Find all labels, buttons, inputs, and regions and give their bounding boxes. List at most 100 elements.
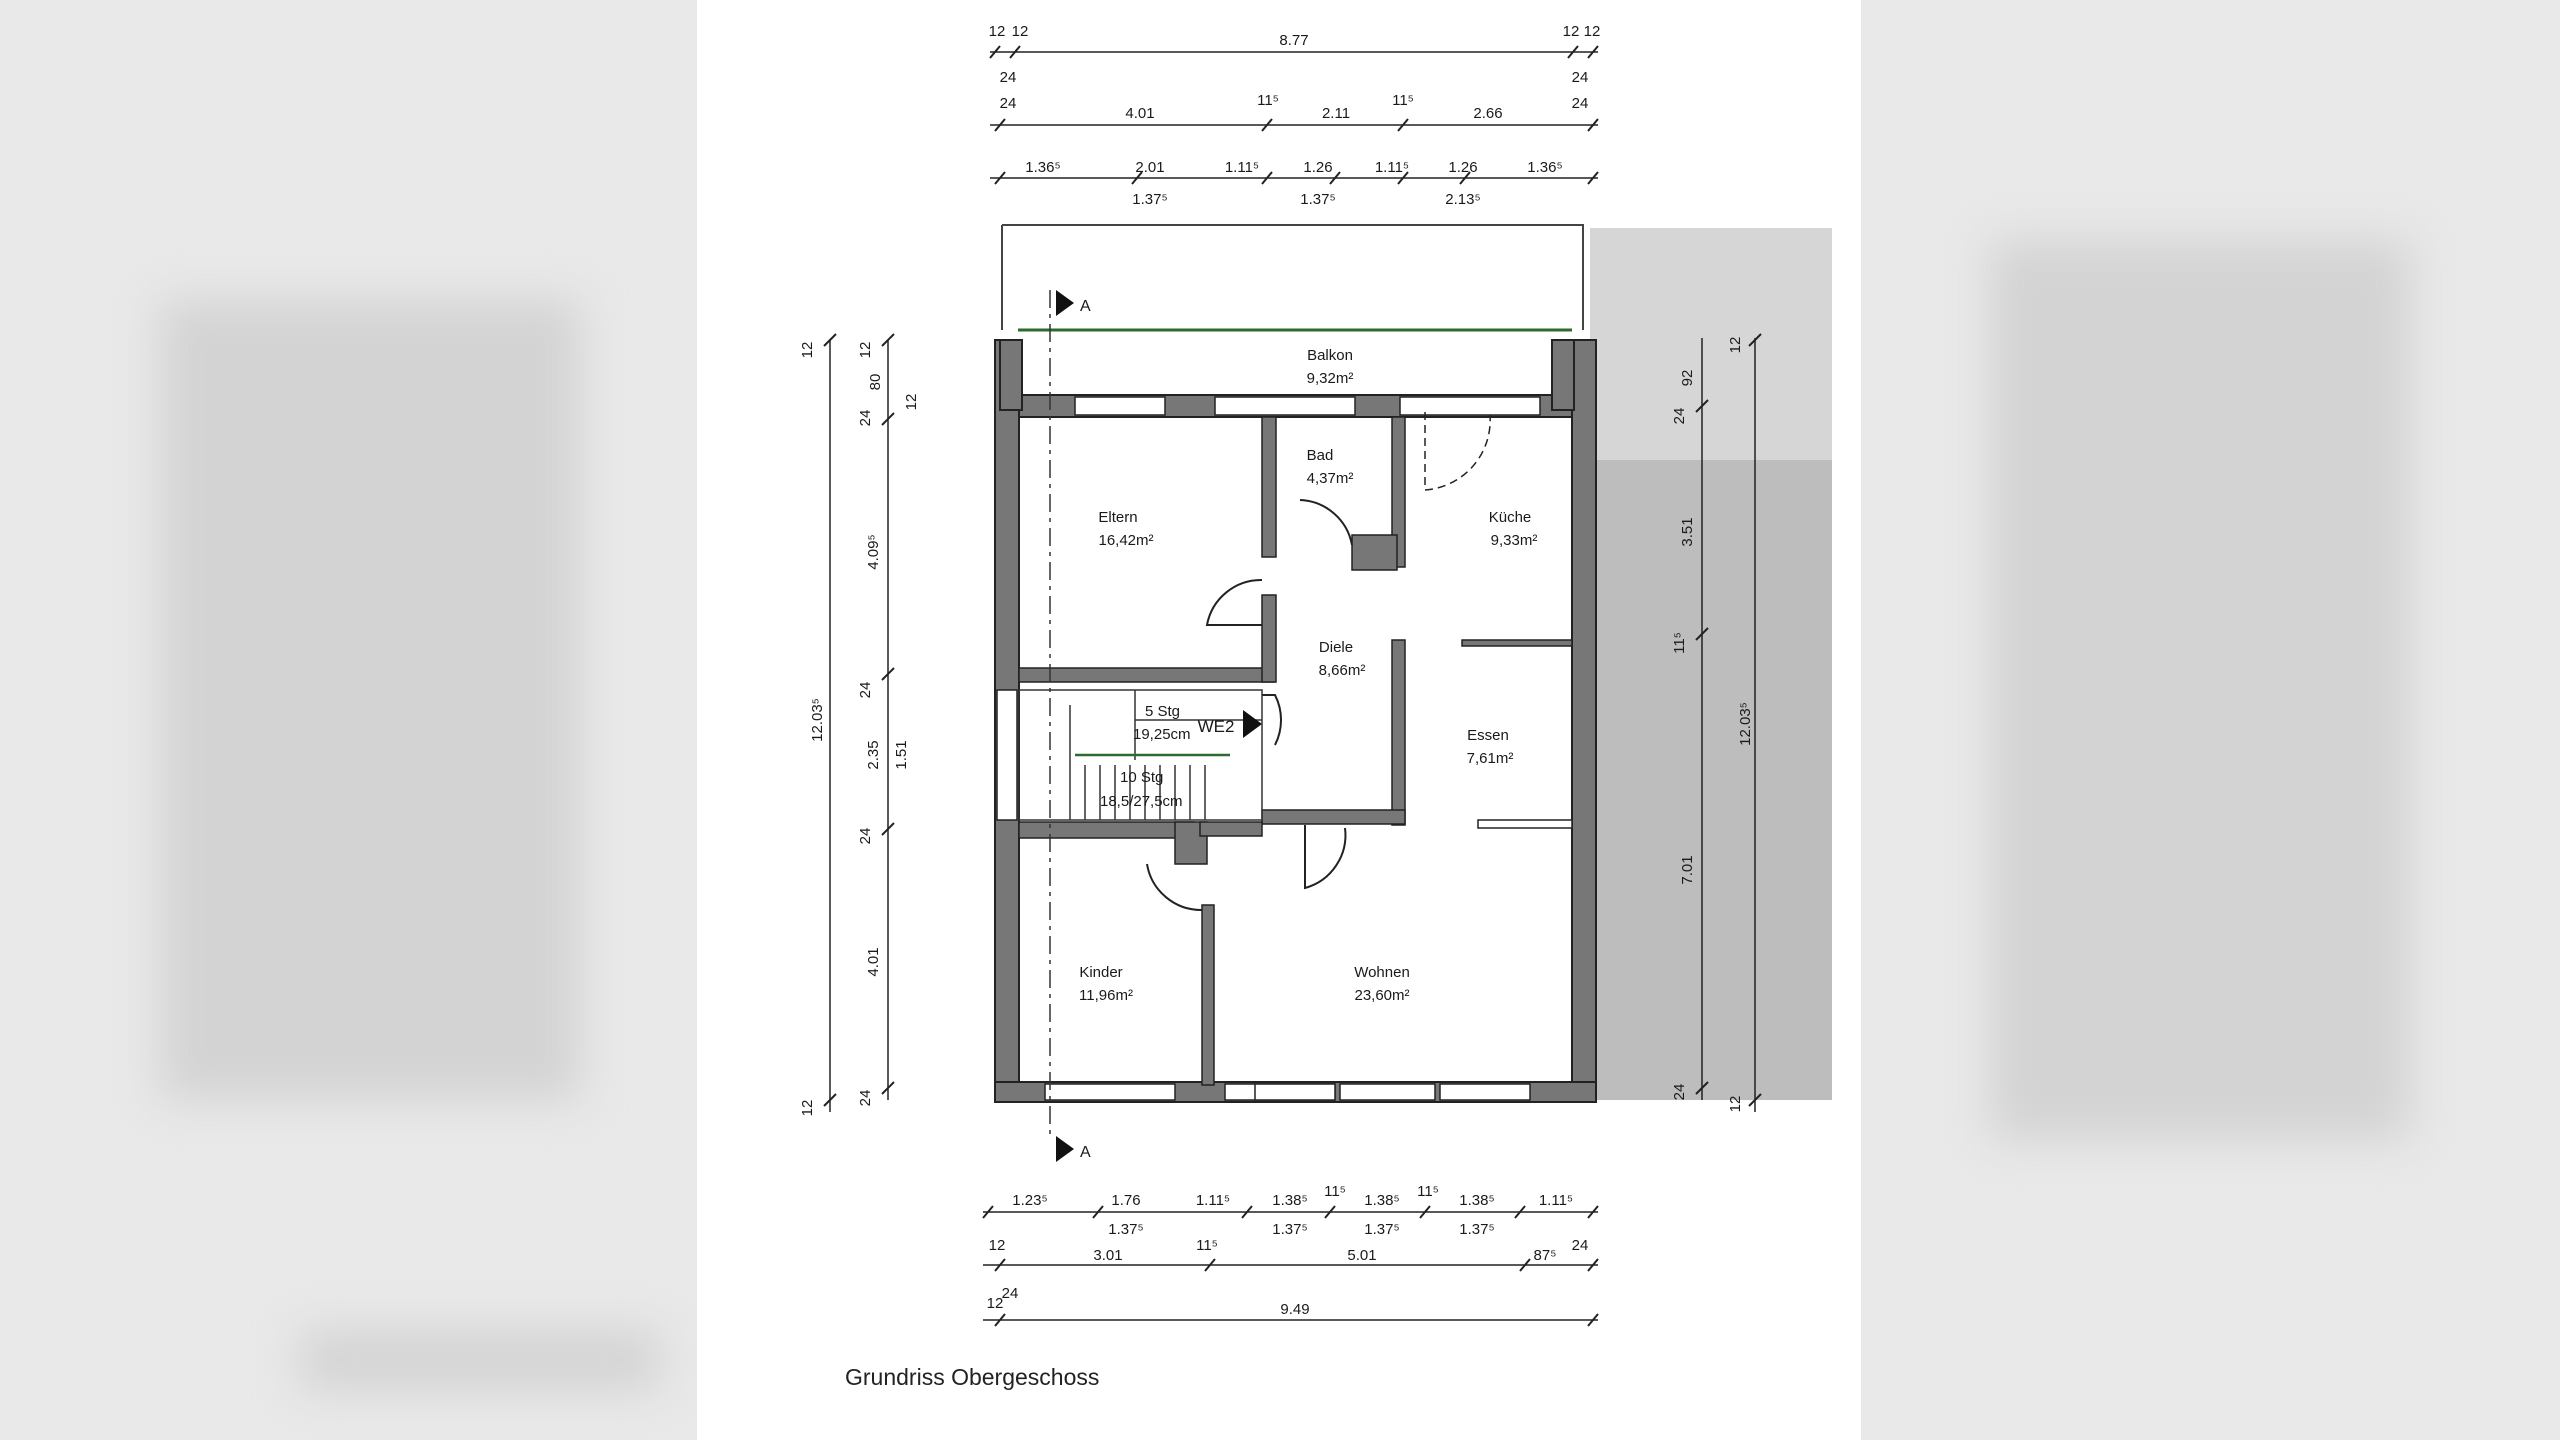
dimension-text-bottom: 1.23⁵ 1.76 1.11⁵ 1.38⁵ 11⁵ 1.38⁵ 11⁵ 1.3… [987,1183,1589,1318]
dim-top-r3-3: 1.26 [1303,159,1332,176]
dim-bot-r1s-1: 1.37⁵ [1272,1221,1307,1238]
dimension-ticks [823,45,1762,1327]
dim-right-i-4: 7.01 [1679,855,1696,884]
dim-bot-r2-3: 5.01 [1347,1247,1376,1264]
dim-bot-r2-1: 3.01 [1093,1247,1122,1264]
dim-top-r2-3: 2.11 [1322,105,1350,122]
room-wohnen-name: Wohnen [1354,964,1410,981]
dim-top-r3s-0: 1.37⁵ [1132,191,1167,208]
balcony-outline [1001,224,1584,332]
dim-left-i-8: 24 [857,1090,874,1107]
room-eltern-area: 16,42m² [1098,532,1153,549]
dim-top-r2-0: 24 [1000,95,1017,112]
dim-left-s-0: 12 [903,394,920,411]
dim-bot-r1-6: 11⁵ [1417,1183,1439,1200]
dim-left-i-1: 80 [867,374,884,391]
room-essen-name: Essen [1467,727,1509,744]
dim-bot-r1s-3: 1.37⁵ [1459,1221,1494,1238]
section-marker-bottom: A [1080,1144,1091,1161]
dim-bot-r1-3: 1.38⁵ [1272,1192,1307,1209]
dim-right-i-2: 3.51 [1679,517,1696,546]
dim-top-r3-6: 1.36⁵ [1527,159,1562,176]
room-balkon-name: Balkon [1307,347,1353,364]
dim-right-i-0: 92 [1679,370,1696,387]
dim-top-r1-2: 8.77 [1279,32,1308,49]
dim-bot-r1-8: 1.11⁵ [1539,1192,1573,1209]
dim-left-o-2: 12 [799,1100,816,1117]
dim-right-i-5: 24 [1671,1084,1688,1101]
room-kinder-name: Kinder [1079,964,1122,981]
dim-bot-r1-0: 1.23⁵ [1012,1192,1047,1209]
dimension-lines [829,51,1756,1321]
dim-left-s-1: 1.51 [893,740,910,769]
dim-top-r2-6: 24 [1572,95,1589,112]
dim-right-o-1: 12.03⁵ [1737,702,1754,746]
dim-top-r3s-1: 1.37⁵ [1300,191,1335,208]
dim-right-i-1: 24 [1671,408,1688,425]
dim-top-r2-4: 11⁵ [1392,92,1414,109]
dim-top-r2-1: 4.01 [1125,105,1154,122]
dim-right-o-2: 12 [1727,1096,1744,1113]
neighbor-shading-upper [1590,228,1832,468]
drawing-caption: Grundriss Obergeschoss [845,1364,1100,1390]
dim-top-r3-4: 1.11⁵ [1375,159,1409,176]
dim-bot-r1s-0: 1.37⁵ [1108,1221,1143,1238]
section-line [1049,290,1262,1162]
dim-top-r1-1: 12 [1012,23,1029,40]
dim-top-r1-3: 12 [1563,23,1580,40]
dim-left-o-1: 12.03⁵ [809,698,826,742]
dim-bot-r1-7: 1.38⁵ [1459,1192,1494,1209]
room-labels: Balkon 9,32m² Bad 4,37m² Eltern 16,42m² … [1079,347,1537,1004]
dim-top-r3-2: 1.11⁵ [1225,159,1259,176]
neighbor-shading-lower [1590,460,1832,1100]
section-marker-top: A [1080,298,1091,315]
dim-bot-r1-1: 1.76 [1111,1192,1140,1209]
dim-left-i-7: 4.01 [865,947,882,976]
dim-left-i-4: 24 [857,682,874,699]
stair-upper-size: 19,25cm [1133,726,1191,743]
dim-bot-r3-1: 24 [1002,1285,1019,1302]
dim-bot-r2-4: 87⁵ [1534,1247,1557,1264]
interior-walls [1018,416,1573,1086]
staircase [1018,689,1263,821]
dim-top-r1-0: 12 [989,23,1006,40]
room-kueche-area: 9,33m² [1491,532,1538,549]
stair-lower-count: 10 Stg [1120,769,1163,786]
room-diele-area: 8,66m² [1319,662,1366,679]
dim-bot-r3-2: 9.49 [1280,1301,1309,1318]
room-kueche-name: Küche [1489,509,1532,526]
dim-bot-r3-0: 12 [987,1295,1004,1312]
dimension-text-top: 12 12 8.77 12 12 24 24 24 4.01 11⁵ 2.11 … [989,23,1601,208]
room-bad-area: 4,37m² [1307,470,1354,487]
dim-left-o-0: 12 [799,342,816,359]
dim-bot-r1-5: 1.38⁵ [1364,1192,1399,1209]
dim-left-i-2: 24 [857,410,874,427]
stair-lower-size: 18,5/27,5cm [1100,793,1183,810]
room-bad-name: Bad [1307,447,1334,464]
dim-bot-r2-5: 24 [1572,1237,1589,1254]
stair-label: WE2 [1198,717,1235,736]
dim-left-i-5: 2.35 [865,740,882,769]
dimension-text-left: 12 12.03⁵ 12 12 80 24 4.09⁵ 24 2.35 24 4… [799,342,920,1117]
room-eltern-name: Eltern [1098,509,1137,526]
dim-left-i-0: 12 [857,342,874,359]
dim-top-r3-1: 2.01 [1135,159,1164,176]
dim-bot-r2-2: 11⁵ [1196,1237,1218,1254]
dim-right-i-3: 11⁵ [1671,632,1688,654]
room-balkon-area: 9,32m² [1307,370,1354,387]
dim-bot-r1-2: 1.11⁵ [1196,1192,1230,1209]
room-essen-area: 7,61m² [1467,750,1514,767]
room-wohnen-area: 23,60m² [1354,987,1409,1004]
door-swings [1146,412,1491,912]
dim-top-r2-2: 11⁵ [1257,92,1279,109]
dim-right-o-0: 12 [1727,337,1744,354]
stair-upper-count: 5 Stg [1145,703,1180,720]
dim-top-r1s-0: 24 [1000,69,1017,86]
room-diele-name: Diele [1319,639,1353,656]
dim-top-r2-5: 2.66 [1473,105,1502,122]
dim-left-i-3: 4.09⁵ [865,534,882,569]
room-kinder-area: 11,96m² [1079,987,1133,1004]
dim-bot-r2-0: 12 [989,1237,1006,1254]
dim-left-i-6: 24 [857,828,874,845]
